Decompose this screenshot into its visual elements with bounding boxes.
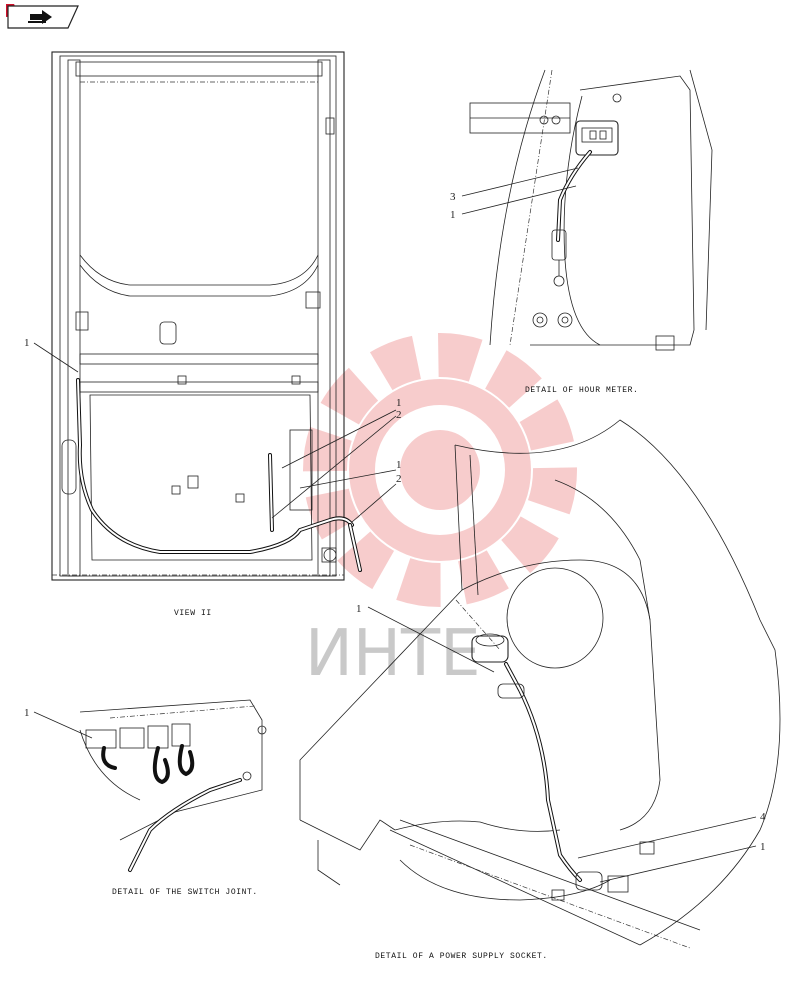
- watermark-gear-logo: [303, 333, 577, 607]
- leader-socket-4: [577, 816, 757, 859]
- view-ii-cable: [61, 378, 362, 572]
- leader-view-left: [33, 342, 79, 373]
- hour-meter-detail: [469, 69, 713, 351]
- leader-hour-3: [461, 167, 579, 197]
- caption-hour-meter: DETAIL OF HOUR METER.: [525, 386, 639, 395]
- view-ii-frame: [51, 51, 345, 581]
- callout-view-upper-1: 1: [396, 397, 402, 409]
- callout-switch-1: 1: [24, 707, 30, 719]
- callout-view-lower-1: 1: [396, 459, 402, 471]
- callout-hour-3: 3: [450, 191, 456, 203]
- leader-socket-1-top: [367, 606, 495, 673]
- watermark-text: ИНТЕ: [305, 617, 481, 691]
- callout-hour-1: 1: [450, 209, 456, 221]
- leader-view-upper-2: [271, 415, 397, 519]
- caption-switch-joint: DETAIL OF THE SWITCH JOINT.: [112, 888, 258, 897]
- caption-view-ii: VIEW II: [174, 609, 212, 618]
- leader-view-upper-1: [281, 409, 397, 469]
- leader-socket-1-bottom: [599, 845, 757, 883]
- callout-socket-1-bottom: 1: [760, 841, 766, 853]
- switch-joint-detail: [79, 699, 267, 872]
- leader-view-lower-1: [299, 469, 397, 489]
- callout-socket-4: 4: [760, 811, 766, 823]
- callout-view-lower-2: 2: [396, 473, 402, 485]
- leader-hour-1: [461, 185, 577, 215]
- callout-socket-1-top: 1: [356, 603, 362, 615]
- callout-view-left: 1: [24, 337, 30, 349]
- caption-power-socket: DETAIL OF A POWER SUPPLY SOCKET.: [375, 952, 548, 961]
- leader-switch-1: [33, 711, 93, 739]
- leader-view-lower-2: [351, 483, 397, 523]
- callout-view-upper-2: 2: [396, 409, 402, 421]
- power-socket-detail: [299, 419, 781, 949]
